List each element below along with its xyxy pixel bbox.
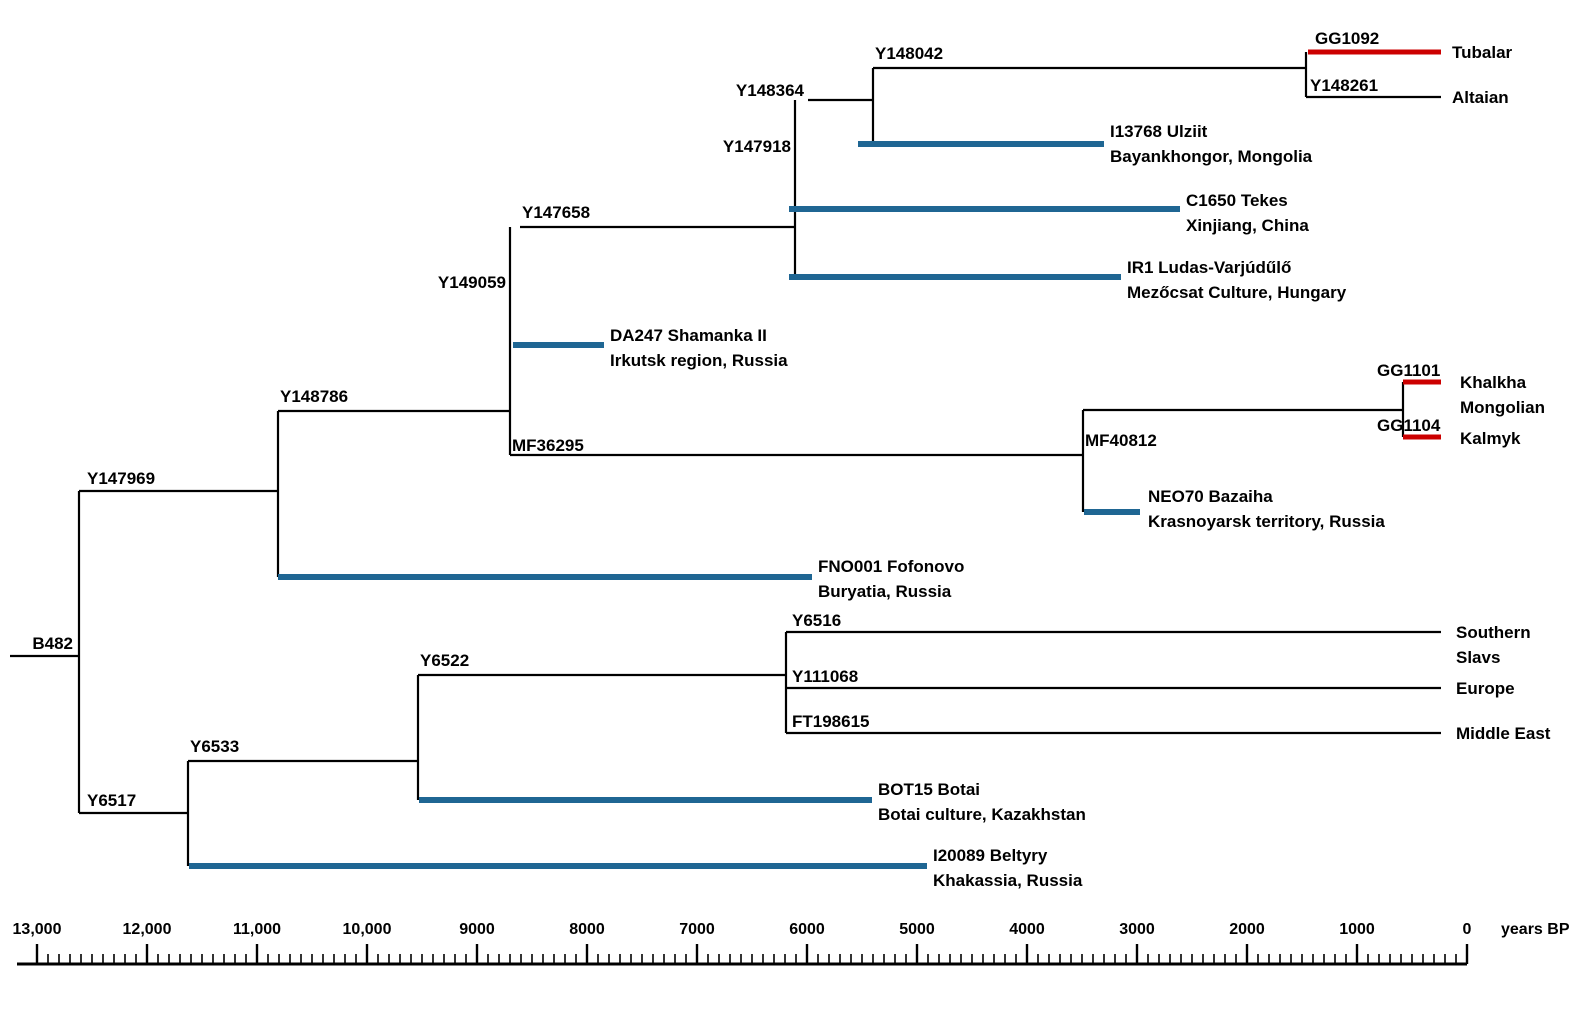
node-labels-layer: B482Y147969Y148786Y149059Y147658Y147918Y…	[32, 29, 1441, 810]
tip-label-europe: Europe	[1456, 679, 1515, 698]
axis-tick-label-11000: 11,000	[233, 921, 281, 938]
node-label-Y148786: Y148786	[280, 387, 348, 406]
node-label-FT198615: FT198615	[792, 712, 870, 731]
axis-tick-label-13000: 13,000	[13, 921, 62, 938]
node-label-Y148261: Y148261	[1310, 76, 1378, 95]
node-label-Y6517: Y6517	[87, 791, 136, 810]
node-label-GG1092: GG1092	[1315, 29, 1379, 48]
node-label-Y6533: Y6533	[190, 737, 239, 756]
node-label-GG1101: GG1101	[1377, 361, 1440, 380]
axis-tick-label-0: 0	[1463, 921, 1472, 938]
tip-sublabel-botai: Botai culture, Kazakhstan	[878, 805, 1086, 824]
node-label-Y147918: Y147918	[723, 137, 791, 156]
tip-sublabel-shamanka: Irkutsk region, Russia	[610, 351, 788, 370]
tip-label-beltyry: I20089 Beltyry	[933, 846, 1048, 865]
axis-tick-label-3000: 3000	[1119, 921, 1155, 938]
axis-tick-label-2000: 2000	[1229, 921, 1265, 938]
tip-sublabel-ludas: Mezőcsat Culture, Hungary	[1127, 283, 1347, 302]
axis-unit-label: years BP	[1501, 921, 1570, 938]
node-label-B482: B482	[32, 634, 73, 653]
tip-sublabel-bazaiha: Krasnoyarsk territory, Russia	[1148, 512, 1385, 531]
time-axis: 13,000 12,000 11,000 10,000 9000 8000 7000 6000…	[13, 921, 1570, 966]
node-label-Y6516: Y6516	[792, 611, 841, 630]
tip-label-botai: BOT15 Botai	[878, 780, 980, 799]
node-label-MF40812: MF40812	[1085, 431, 1157, 450]
tip-label-tekes: C1650 Tekes	[1186, 191, 1288, 210]
axis-tick-label-6000: 6000	[789, 921, 825, 938]
node-label-Y6522: Y6522	[420, 651, 469, 670]
tip-label-fofonovo: FNO001 Fofonovo	[818, 557, 964, 576]
tip-label-bazaiha: NEO70 Bazaiha	[1148, 487, 1273, 506]
axis-tick-label-10000: 10,000	[343, 921, 392, 938]
axis-tick-label-8000: 8000	[569, 921, 605, 938]
tip-label-altaian: Altaian	[1452, 88, 1509, 107]
node-label-Y149059: Y149059	[438, 273, 506, 292]
axis-tick-label-5000: 5000	[899, 921, 935, 938]
axis-tick-label-4000: 4000	[1009, 921, 1045, 938]
axis-tick-label-9000: 9000	[459, 921, 495, 938]
axis-tick-label-7000: 7000	[679, 921, 715, 938]
node-label-Y111068: Y111068	[792, 667, 858, 686]
tip-sublabel-southern-slavs: Slavs	[1456, 648, 1500, 667]
node-label-Y148364: Y148364	[736, 81, 805, 100]
tip-label-middle-east: Middle East	[1456, 724, 1551, 743]
branches-layer	[10, 49, 1441, 869]
node-label-GG1104: GG1104	[1377, 416, 1441, 435]
axis-tick-label-1000: 1000	[1339, 921, 1375, 938]
tip-label-southern-slavs: Southern	[1456, 623, 1531, 642]
node-label-MF36295: MF36295	[512, 436, 584, 455]
tip-label-khalkha: Khalkha	[1460, 373, 1527, 392]
tip-sublabel-tekes: Xinjiang, China	[1186, 216, 1309, 235]
node-label-Y148042: Y148042	[875, 44, 943, 63]
tip-sublabel-khalkha: Mongolian	[1460, 398, 1545, 417]
tip-label-kalmyk: Kalmyk	[1460, 429, 1521, 448]
tip-label-ulziit: I13768 Ulziit	[1110, 122, 1208, 141]
tip-label-ludas: IR1 Ludas-Varjúdűlő	[1127, 258, 1291, 277]
tip-sublabel-ulziit: Bayankhongor, Mongolia	[1110, 147, 1313, 166]
tip-sublabel-fofonovo: Buryatia, Russia	[818, 582, 952, 601]
node-label-Y147969: Y147969	[87, 469, 155, 488]
tip-label-shamanka: DA247 Shamanka II	[610, 326, 767, 345]
axis-tick-label-12000: 12,000	[123, 921, 172, 938]
tip-sublabel-beltyry: Khakassia, Russia	[933, 871, 1083, 890]
tip-label-tubalar: Tubalar	[1452, 43, 1513, 62]
node-label-Y147658: Y147658	[522, 203, 590, 222]
